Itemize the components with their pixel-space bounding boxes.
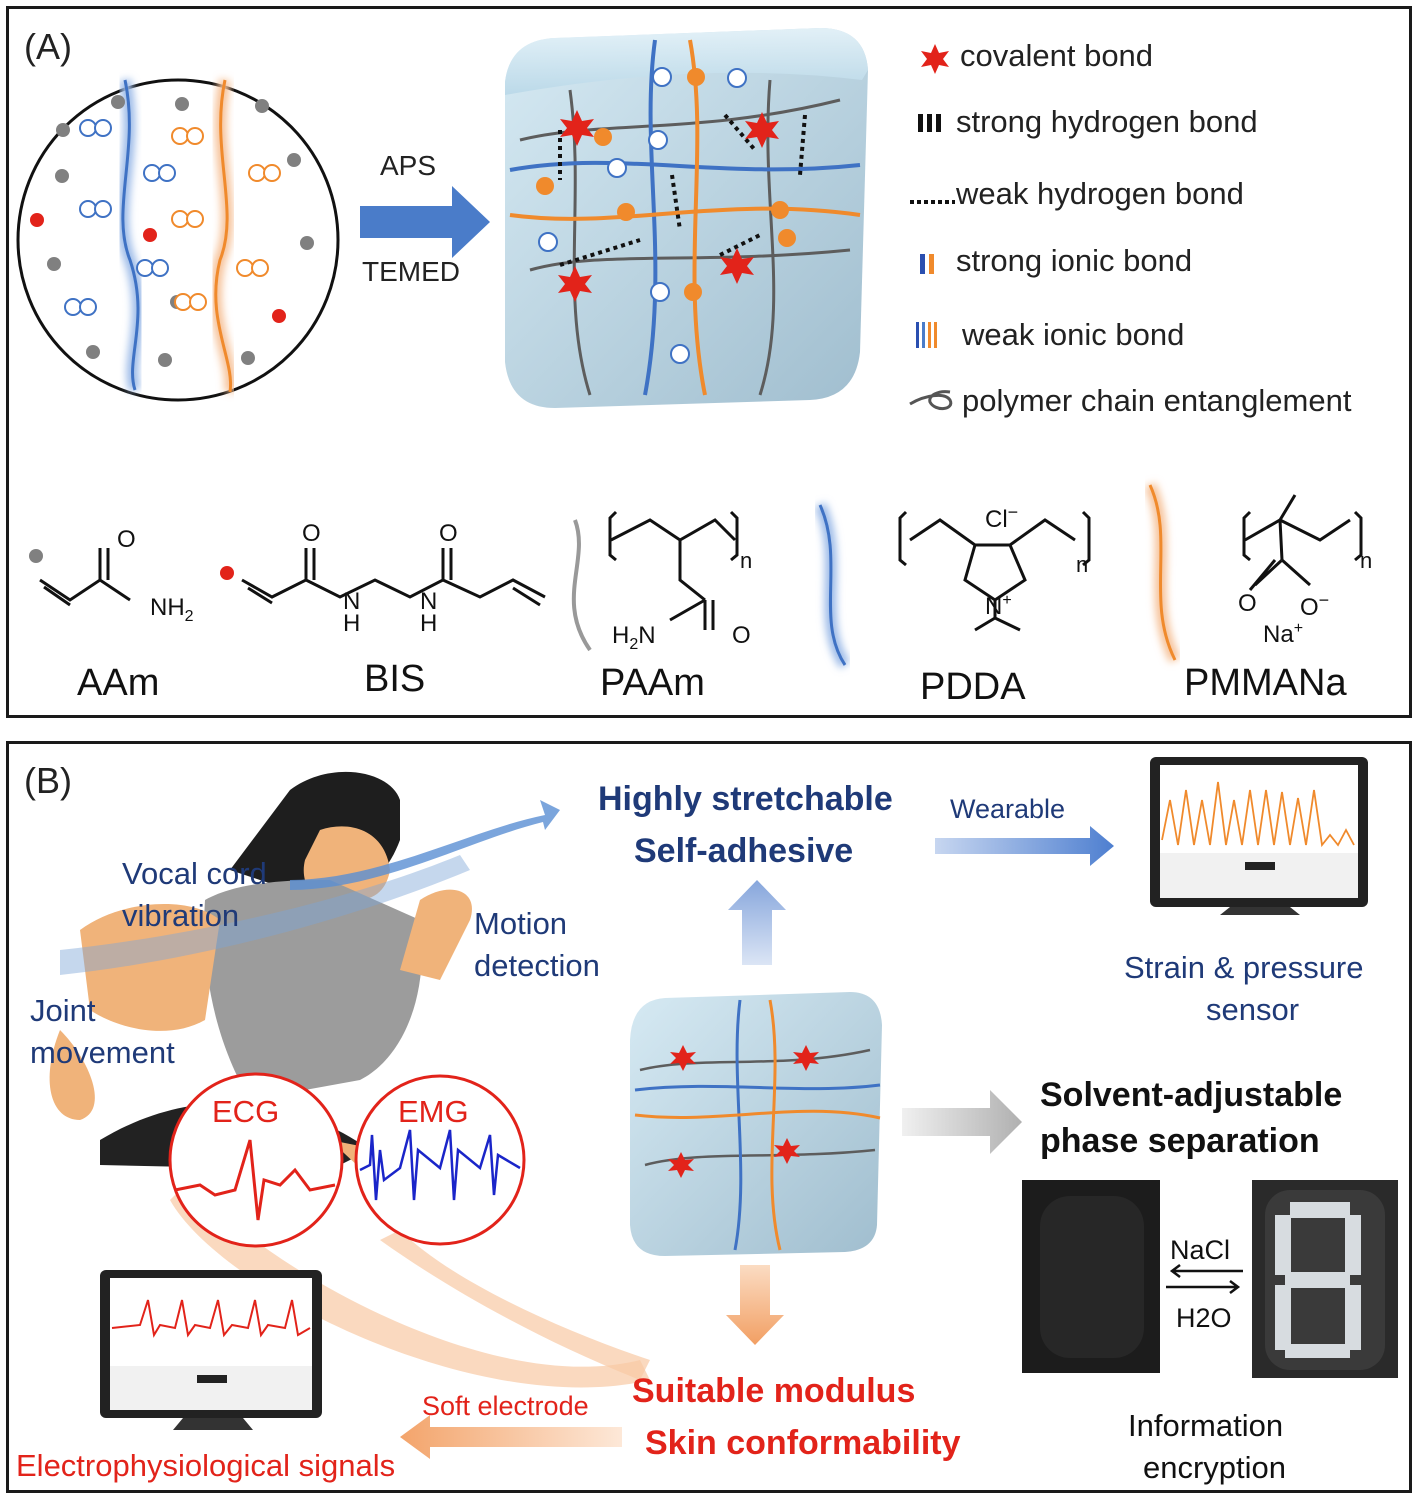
pmmana-n: n [1360,548,1373,573]
equilibrium-arrows [1166,1264,1243,1294]
pmmana-o2: O− [1300,590,1330,621]
paam-name: PAAm [600,662,705,704]
panel-b [6,741,1412,1493]
bis-h2: H [420,610,438,637]
property-adhesive: Self-adhesive [634,832,854,870]
motion-label-2: detection [474,948,600,983]
phase-label-1: Solvent-adjustable [1040,1076,1343,1114]
chem-structures [29,494,1363,652]
soft-electrode-label: Soft electrode [422,1391,589,1421]
legend-weak-ionic: weak ionic bond [962,317,1185,352]
legend-icons [909,44,955,410]
bis-n1: N [343,588,361,615]
pdda-chain [814,502,851,669]
vocal-label-2: vibration [122,898,240,933]
bis-h1: H [343,610,361,637]
joint-label-1: Joint [30,993,96,1028]
panel-a [6,6,1412,718]
wearable-arrow [935,826,1114,866]
aam-nh2: NH2 [150,594,194,625]
runner-figure [49,771,472,1170]
reaction-bottom-label: TEMED [362,256,460,287]
bis-o1: O [302,520,321,547]
paam-h2n: H2N [612,622,656,653]
emg-label: EMG [398,1094,469,1129]
vocal-arrow [290,800,560,890]
legend-strong-ionic: strong ionic bond [956,243,1193,278]
joint-label-2: movement [30,1035,175,1070]
motion-label-1: Motion [474,906,568,941]
legend-covalent: covalent bond [960,38,1154,73]
encryption-label-1: Information [1128,1408,1284,1443]
phase-label-2: phase separation [1040,1122,1320,1160]
pdda-n: n [1076,552,1089,577]
panel-a-tag: (A) [24,26,72,67]
phase-arrow [902,1090,1022,1154]
aam-oxygen: O [117,526,136,553]
paam-oxygen: O [732,622,751,649]
reaction-top-label: APS [380,150,437,181]
reaction-arrow [360,186,490,258]
pmmana-name: PMMANa [1184,662,1347,704]
h2o-label: H2O [1176,1303,1232,1333]
pdda-name: PDDA [920,666,1026,708]
nacl-label: NaCl [1170,1235,1231,1265]
property-modulus: Suitable modulus [632,1372,916,1410]
legend-weak-hbond: weak hydrogen bond [956,176,1244,211]
property-stretchable: Highly stretchable [598,780,893,818]
paam-n: n [740,548,753,573]
multi-bars-icon [916,322,937,348]
pdda-nitrogen: N+ [985,592,1012,620]
pmmana-chain [1144,482,1181,663]
joint-band [60,855,470,975]
blue-orange-bars-icon [920,254,934,274]
wearable-label: Wearable [950,794,1066,824]
loop-icon [909,390,953,410]
bis-n2: N [420,588,438,615]
legend-strong-hbond: strong hydrogen bond [956,104,1258,139]
electro-label: Electrophysiological signals [16,1448,396,1483]
pmmana-na: Na+ [1263,620,1304,648]
hydrogel-cube [505,28,868,408]
ecg-label: ECG [212,1094,280,1129]
pdda-counterion: Cl− [985,502,1019,533]
sensor-label-2: sensor [1206,992,1300,1027]
hydrogel-cube-small [630,992,882,1256]
bis-name: BIS [364,658,426,700]
property-conformability: Skin conformability [645,1424,961,1462]
emg-circle [354,1074,650,1380]
sensor-monitor [1150,757,1368,915]
sensor-label-1: Strain & pressure [1124,950,1364,985]
encryption-label-2: encryption [1143,1450,1287,1485]
pmmana-o1: O [1238,590,1257,617]
soft-electrode-arrow [400,1415,622,1459]
photo-after [1252,1180,1398,1378]
bis-o2: O [439,520,458,547]
black-bars-icon [918,114,941,132]
legend-entanglement: polymer chain entanglement [962,383,1352,418]
monomer-circle [16,78,340,402]
vocal-label-1: Vocal cord [122,856,267,891]
photo-before [1022,1180,1160,1373]
panel-b-tag: (B) [24,760,72,801]
aam-name: AAm [77,662,160,704]
red-star-icon [921,44,949,74]
down-arrow [726,1265,784,1345]
ecg-monitor [100,1270,322,1430]
up-arrow [728,880,786,965]
